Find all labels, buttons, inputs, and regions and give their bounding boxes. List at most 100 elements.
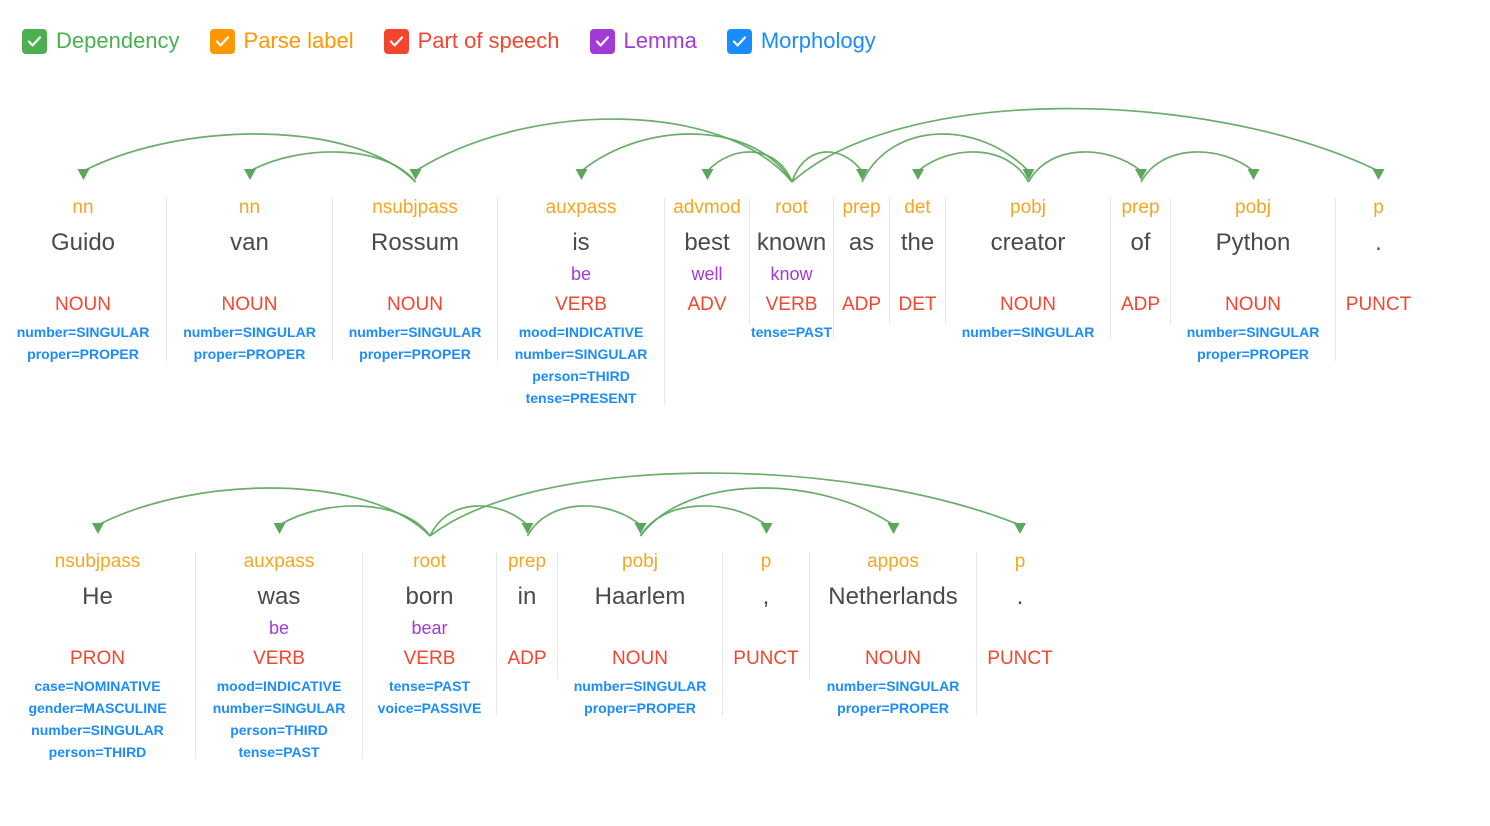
legend-label: Dependency bbox=[56, 28, 180, 53]
morphology-feature: case=NOMINATIVE bbox=[34, 678, 161, 694]
part-of-speech: ADP bbox=[841, 294, 882, 315]
token-word: born bbox=[405, 583, 454, 610]
part-of-speech: VERB bbox=[253, 648, 305, 669]
token-word: Python bbox=[1215, 229, 1291, 256]
dependency-label: p bbox=[1373, 197, 1384, 218]
legend-toggle-parse-label[interactable]: Parse label bbox=[209, 28, 354, 54]
dependency-arc bbox=[77, 133, 417, 183]
token-lemma bbox=[524, 619, 529, 641]
morphology-feature: number=SINGULAR bbox=[573, 678, 707, 694]
morphology-feature: mood=INDICATIVE bbox=[518, 324, 644, 340]
dependency-arc bbox=[429, 472, 1026, 537]
part-of-speech: NOUN bbox=[1225, 294, 1281, 315]
checkbox-checked-icon[interactable] bbox=[22, 28, 47, 54]
legend-label: Morphology bbox=[760, 28, 876, 53]
dependency-arcs-2 bbox=[0, 460, 1490, 542]
token-word: Haarlem bbox=[594, 583, 686, 610]
morphology-feature: voice=PASSIVE bbox=[377, 700, 482, 716]
arrowhead bbox=[1247, 169, 1260, 180]
morphology-list: number=SINGULAR bbox=[962, 325, 1095, 339]
morphology-feature: proper=PROPER bbox=[584, 700, 696, 716]
dependency-arc bbox=[429, 505, 534, 537]
dependency-label: nsubjpass bbox=[372, 197, 458, 218]
token-lemma bbox=[247, 265, 252, 287]
dependency-arc bbox=[791, 151, 868, 183]
morphology-feature: person=THIRD bbox=[532, 368, 630, 384]
morphology-feature: number=SINGULAR bbox=[348, 324, 482, 340]
token-column[interactable]: p. PUNCT bbox=[1336, 198, 1421, 325]
arrowhead bbox=[521, 523, 534, 534]
arrowhead bbox=[1014, 523, 1026, 534]
dependency-label: pobj bbox=[1010, 197, 1046, 218]
dependency-arcs-1 bbox=[0, 86, 1490, 188]
part-of-speech: VERB bbox=[765, 294, 818, 315]
token-word: . bbox=[1375, 229, 1382, 256]
token-word: best bbox=[684, 229, 730, 256]
morphology-feature: mood=INDICATIVE bbox=[216, 678, 342, 694]
token-word: was bbox=[257, 583, 301, 610]
dependency-label: nn bbox=[238, 197, 261, 218]
arrowhead bbox=[1022, 169, 1035, 180]
token-lemma bbox=[95, 619, 100, 641]
legend-toggle-lemma[interactable]: Lemma bbox=[589, 28, 697, 54]
part-of-speech: NOUN bbox=[865, 648, 921, 669]
dependency-label: prep bbox=[842, 197, 881, 218]
dependency-label: appos bbox=[867, 551, 919, 572]
token-lemma bbox=[763, 619, 768, 641]
arrowhead bbox=[244, 169, 256, 180]
morphology-feature: tense=PAST bbox=[238, 744, 320, 760]
token-lemma: be bbox=[268, 618, 290, 638]
token-lemma: be bbox=[570, 264, 592, 284]
legend-toggle-morphology[interactable]: Morphology bbox=[726, 28, 876, 54]
token-column[interactable]: p. PUNCT bbox=[977, 552, 1063, 679]
arc-svg bbox=[92, 472, 1026, 537]
checkbox-checked-icon[interactable] bbox=[209, 28, 235, 54]
dependency-label: p bbox=[760, 551, 772, 572]
checkbox-checked-icon[interactable] bbox=[726, 28, 752, 54]
dependency-label: prep bbox=[507, 551, 547, 572]
arrowhead bbox=[912, 169, 924, 180]
dependency-label: pobj bbox=[1235, 197, 1271, 218]
legend-toggle-dependency[interactable]: Dependency bbox=[22, 28, 180, 54]
legend-toggle-part-of-speech[interactable]: Part of speech bbox=[383, 28, 560, 54]
dependency-arc bbox=[1140, 151, 1260, 183]
arrowhead bbox=[760, 523, 773, 534]
dependency-arc bbox=[409, 118, 793, 183]
morphology-feature: number=SINGULAR bbox=[183, 324, 316, 340]
dependency-label: prep bbox=[1121, 197, 1160, 218]
morphology-feature: proper=PROPER bbox=[837, 700, 949, 716]
token-column[interactable]: p, PUNCT bbox=[723, 552, 810, 679]
token-lemma bbox=[412, 265, 417, 287]
checkbox-checked-icon[interactable] bbox=[383, 28, 409, 54]
token-lemma bbox=[859, 265, 864, 287]
morphology-list: tense=PAST bbox=[751, 325, 832, 339]
morphology-feature: person=THIRD bbox=[230, 722, 328, 738]
arrowhead bbox=[634, 523, 647, 534]
dependency-arc bbox=[575, 133, 793, 183]
part-of-speech: NOUN bbox=[1000, 294, 1056, 315]
part-of-speech: PUNCT bbox=[987, 648, 1053, 669]
checkbox-checked-icon[interactable] bbox=[589, 28, 615, 54]
dependency-label: auxpass bbox=[545, 197, 617, 218]
